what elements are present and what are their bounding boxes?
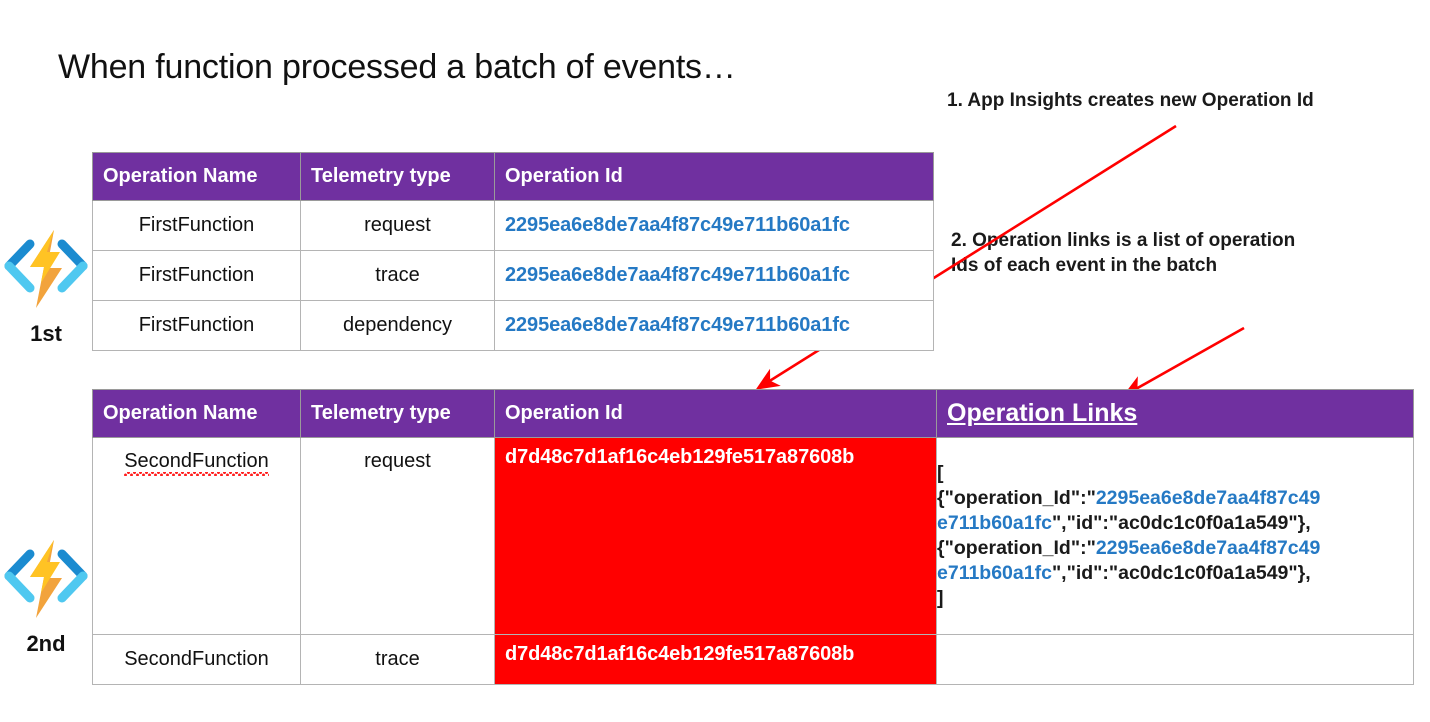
cell-operation-name: SecondFunction [92, 634, 301, 685]
column-header-operation-id: Operation Id [494, 389, 937, 438]
cell-telemetry-type: request [300, 437, 495, 635]
column-header-operation-name: Operation Name [92, 152, 301, 201]
page-title: When function processed a batch of event… [58, 48, 736, 86]
table-row: SecondFunction trace d7d48c7d1af16c4eb12… [92, 634, 1414, 685]
column-header-operation-id: Operation Id [494, 152, 934, 201]
azure-function-badge-first: 1st [0, 226, 92, 347]
azure-functions-icon [0, 226, 92, 319]
table-header-row: Operation Name Telemetry type Operation … [92, 389, 1414, 438]
operation-links-line: [ [937, 462, 944, 485]
azure-function-badge-second: 2nd [0, 536, 92, 657]
azure-functions-icon [0, 536, 92, 629]
table-header-row: Operation Name Telemetry type Operation … [92, 152, 934, 201]
table-row: FirstFunction dependency 2295ea6e8de7aa4… [92, 300, 934, 351]
misspelled-word: SecondFunction [124, 450, 269, 476]
cell-operation-name: FirstFunction [92, 200, 301, 251]
operation-links-line: ] [937, 586, 944, 609]
table-row: FirstFunction trace 2295ea6e8de7aa4f87c4… [92, 250, 934, 301]
operation-links-line: {"operation_Id":"2295ea6e8de7aa4f87c49 [937, 537, 1321, 559]
table-row: FirstFunction request 2295ea6e8de7aa4f87… [92, 200, 934, 251]
cell-operation-id: 2295ea6e8de7aa4f87c49e711b60a1fc [494, 300, 934, 351]
arrow-to-operation-links [1122, 326, 1245, 397]
column-header-operation-links: Operation Links [936, 389, 1414, 438]
cell-operation-id-highlighted: d7d48c7d1af16c4eb129fe517a87608b [494, 437, 937, 635]
cell-operation-links: [ {"operation_Id":"2295ea6e8de7aa4f87c49… [936, 437, 1414, 635]
cell-operation-name: FirstFunction [92, 300, 301, 351]
cell-telemetry-type: trace [300, 250, 495, 301]
annotation-operation-links-note: 2. Operation links is a list of operatio… [951, 230, 1296, 277]
column-header-telemetry-type: Telemetry type [300, 389, 495, 438]
cell-telemetry-type: dependency [300, 300, 495, 351]
column-header-operation-name: Operation Name [92, 389, 301, 438]
operation-links-line: {"operation_Id":"2295ea6e8de7aa4f87c49 [937, 487, 1321, 510]
cell-telemetry-type: trace [300, 634, 495, 685]
logo-ordinal-label: 2nd [26, 631, 66, 656]
cell-operation-links-empty [936, 634, 1414, 685]
operation-links-line: e711b60a1fc","id":"ac0dc1c0f0a1a549"}, [937, 561, 1311, 584]
cell-operation-id: 2295ea6e8de7aa4f87c49e711b60a1fc [494, 250, 934, 301]
cell-operation-name: SecondFunction [92, 437, 301, 635]
telemetry-table-second-function: Operation Name Telemetry type Operation … [92, 389, 1414, 685]
cell-operation-name: FirstFunction [92, 250, 301, 301]
cell-operation-id: 2295ea6e8de7aa4f87c49e711b60a1fc [494, 200, 934, 251]
operation-links-line: e711b60a1fc","id":"ac0dc1c0f0a1a549"}, [937, 512, 1311, 535]
cell-telemetry-type: request [300, 200, 495, 251]
table-row: SecondFunction request d7d48c7d1af16c4eb… [92, 437, 1414, 635]
telemetry-table-first-function: Operation Name Telemetry type Operation … [92, 152, 934, 351]
logo-ordinal-label: 1st [30, 321, 62, 346]
cell-operation-id-highlighted: d7d48c7d1af16c4eb129fe517a87608b [494, 634, 937, 685]
annotation-operation-id-note: 1. App Insights creates new Operation Id [947, 90, 1314, 111]
column-header-telemetry-type: Telemetry type [300, 152, 495, 201]
